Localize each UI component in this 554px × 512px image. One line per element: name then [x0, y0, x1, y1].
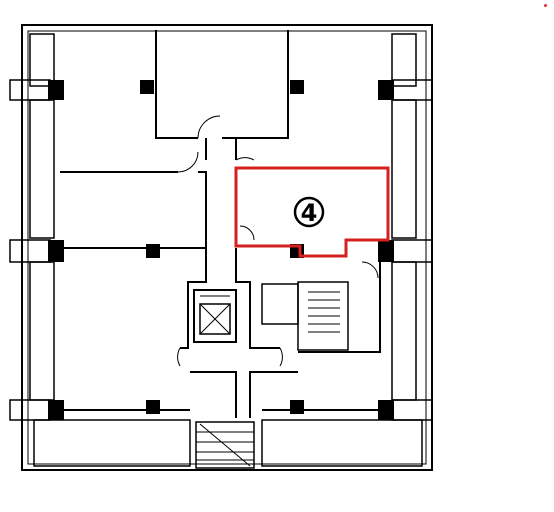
- toilet-room: [261, 283, 299, 325]
- window-left-3: [29, 261, 55, 401]
- door-swing: [279, 347, 283, 367]
- highlighted-unit-outline[interactable]: [234, 166, 390, 258]
- window-right-1: [391, 33, 417, 87]
- window-left-1: [29, 33, 55, 87]
- corridor-bottom-right: [249, 371, 298, 418]
- balcony-left: [33, 419, 191, 467]
- corridor-bottom-left: [190, 371, 237, 418]
- entrance-stair: [195, 421, 255, 469]
- top-room-wall-left: [155, 30, 198, 139]
- window-right-2: [391, 99, 417, 239]
- corridor-wall-lower-right: [235, 248, 280, 349]
- inner-outer-wall: [27, 30, 427, 465]
- door-swing: [177, 347, 181, 367]
- unit-number-label: 4: [301, 199, 318, 227]
- balcony-right: [261, 419, 423, 467]
- door-swing: [177, 151, 199, 173]
- window-right-3: [391, 261, 417, 401]
- left-room-bottom-wall: [60, 171, 207, 249]
- corridor-wall-lower-left: [180, 248, 207, 349]
- top-room-wall-right: [222, 30, 289, 139]
- door-swing: [239, 225, 255, 241]
- door-swing: [197, 115, 221, 139]
- window-left-2: [29, 99, 55, 239]
- door-swing: [235, 157, 255, 161]
- columns: [9, 79, 433, 421]
- stair-enclosure: [298, 262, 381, 353]
- elevator-car: [199, 303, 231, 335]
- elevator-shaft: [193, 289, 237, 343]
- door-swing: [361, 261, 379, 279]
- red-dot-marker: [544, 4, 547, 7]
- unit-number-circle: [293, 196, 325, 228]
